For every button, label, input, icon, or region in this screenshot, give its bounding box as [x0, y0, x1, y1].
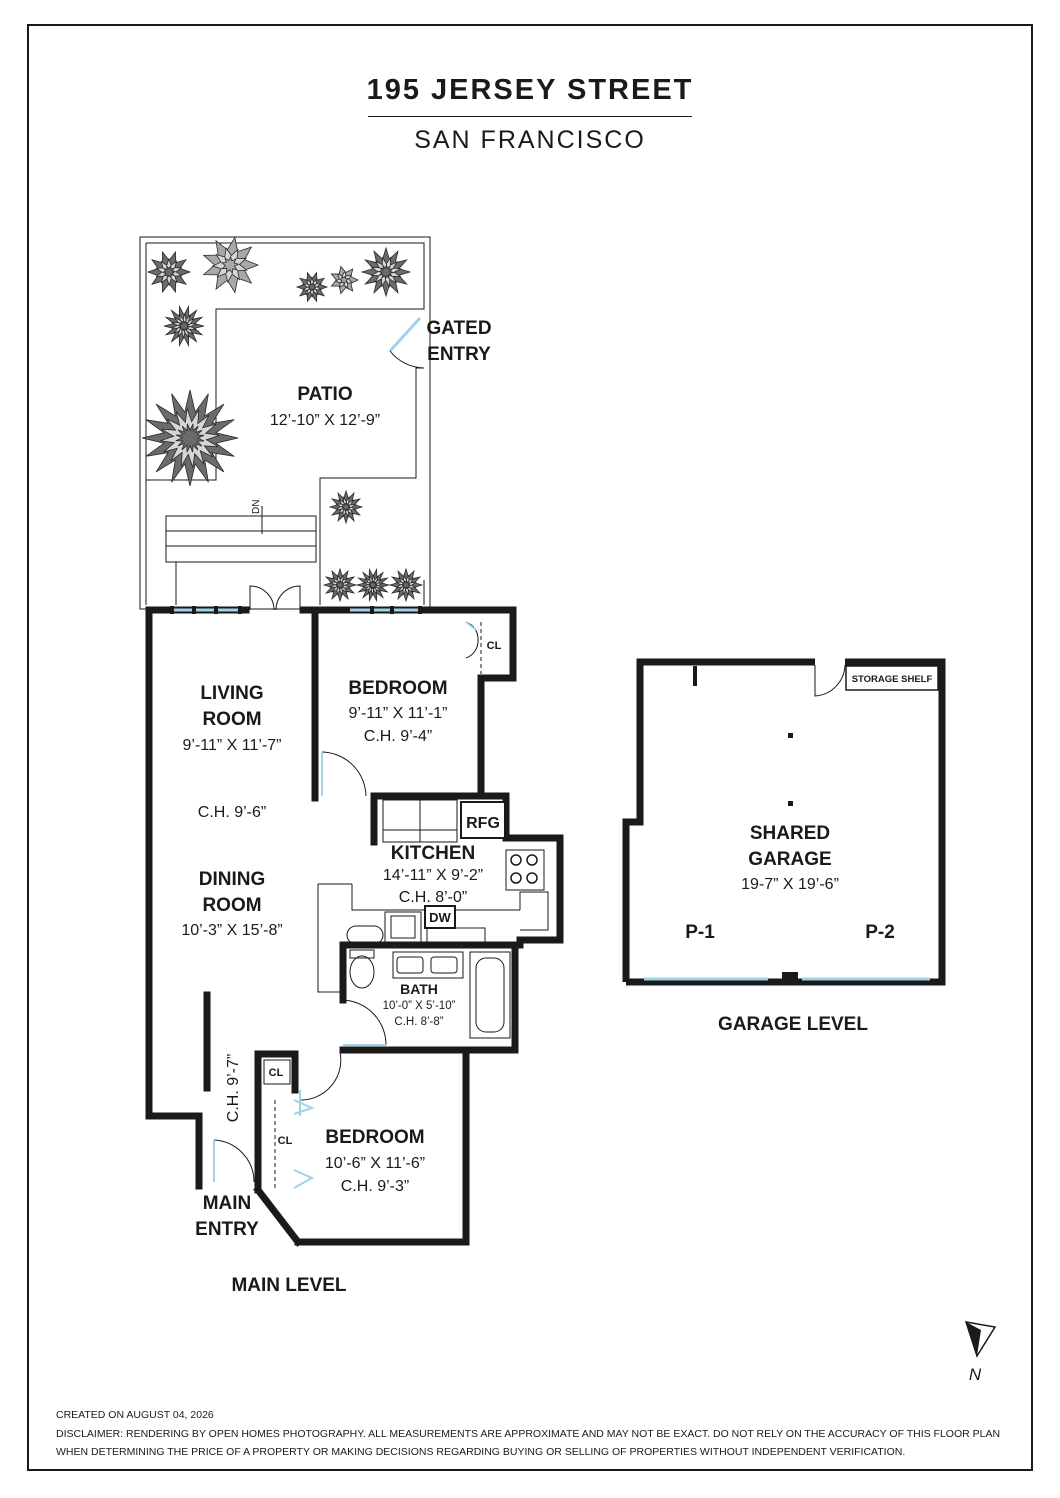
dining-room-dims: 10’-3” X 15’-8” — [181, 922, 282, 939]
garage-posts — [693, 666, 793, 806]
closet-1-label: CL — [487, 640, 502, 652]
living-room-name-2: ROOM — [202, 709, 261, 730]
gated-entry-door — [388, 316, 425, 369]
storage-shelf-label: STORAGE SHELF — [852, 674, 933, 685]
plant-7-icon — [141, 389, 239, 487]
window-mullions — [170, 606, 422, 614]
bedroom-1-dims: 9’-11” X 11’-1” — [349, 705, 448, 722]
bedroom-2-dims: 10’-6” X 11’-6” — [325, 1155, 425, 1172]
parking-p2-label: P-2 — [865, 922, 895, 943]
plant-11-icon — [388, 567, 424, 603]
patio-dims: 12’-10” X 12’-9” — [270, 412, 380, 429]
bedroom-2-ceiling-height: C.H. 9’-3” — [341, 1178, 409, 1195]
interior-doors — [213, 585, 479, 1183]
property-title: 195 JERSEY STREET — [366, 74, 694, 106]
plant-5-icon — [360, 246, 412, 298]
stove-burners — [510, 854, 538, 884]
garage-center-post — [782, 972, 798, 984]
created-date: CREATED ON AUGUST 04, 2026 — [56, 1409, 214, 1421]
refrigerator-label: RFG — [466, 815, 500, 832]
kitchen-name: KITCHEN — [391, 843, 475, 864]
living-room-dims: 9’-11” X 11’-7” — [183, 737, 282, 754]
garage-name-1: SHARED — [750, 823, 830, 844]
dishwasher-label: DW — [429, 910, 451, 925]
bath-dims: 10’-0” X 5’-10” — [383, 1000, 456, 1012]
disclaimer-line-1: DISCLAIMER: RENDERING BY OPEN HOMES PHOT… — [56, 1428, 1001, 1440]
north-label: N — [969, 1365, 982, 1384]
plant-6-icon — [163, 304, 205, 348]
closet-2b-label: CL — [278, 1135, 293, 1147]
plant-2-icon — [202, 236, 260, 294]
hall-ceiling-height: C.H. 9’-7” — [225, 1054, 242, 1122]
plant-9-icon — [322, 567, 358, 603]
page-frame — [27, 24, 1033, 1471]
garage-level-label: GARAGE LEVEL — [718, 1014, 868, 1035]
disclaimer-line-2: WHEN DETERMINING THE PRICE OF A PROPERTY… — [56, 1446, 906, 1458]
patio-stairs — [165, 506, 317, 605]
title-divider — [368, 116, 692, 117]
main-entry-label-2: ENTRY — [195, 1219, 259, 1240]
dining-room-name-1: DINING — [199, 869, 266, 890]
plant-4-icon — [330, 265, 359, 295]
living-room-name-1: LIVING — [200, 683, 263, 704]
patio-name: PATIO — [297, 384, 352, 405]
bath-fixtures — [349, 949, 511, 1039]
gated-entry-label-2: ENTRY — [427, 344, 491, 365]
plant-8-icon — [328, 489, 364, 525]
property-city: SAN FRANCISCO — [414, 126, 646, 154]
north-arrow-icon — [964, 1321, 997, 1358]
door-leaves — [213, 621, 477, 1189]
kitchen-ceiling-height: C.H. 8’-0” — [399, 889, 467, 906]
kitchen-dims: 14’-11” X 9’-2” — [383, 867, 483, 884]
closet-2a-label: CL — [269, 1067, 284, 1079]
bedroom-1-ceiling-height: C.H. 9’-4” — [364, 728, 432, 745]
bath-ceiling-height: C.H. 8’-8” — [394, 1016, 443, 1028]
garage-side-door — [814, 664, 846, 697]
main-entry-label-1: MAIN — [203, 1193, 252, 1214]
plant-1-icon — [146, 250, 192, 294]
dishwasher — [424, 905, 456, 929]
closet-bedroom-2 — [263, 1059, 291, 1190]
stairs-down-label: DN — [251, 500, 262, 514]
garage-dims: 19-7” X 19’-6” — [741, 876, 839, 893]
dining-room-name-2: ROOM — [202, 895, 261, 916]
kitchen-sink — [390, 915, 416, 939]
bedroom-2-name: BEDROOM — [325, 1127, 424, 1148]
patio-plants — [141, 236, 424, 603]
plant-3-icon — [295, 271, 329, 303]
living-room-ceiling-height: C.H. 9’-6” — [198, 804, 266, 821]
bedroom-1-name: BEDROOM — [348, 678, 447, 699]
storage-shelf-box — [845, 665, 939, 691]
garage-name-2: GARAGE — [748, 849, 831, 870]
gated-entry-label-1: GATED — [426, 318, 491, 339]
main-level-label: MAIN LEVEL — [231, 1275, 346, 1296]
bath-name: BATH — [400, 981, 438, 997]
refrigerator — [460, 801, 506, 839]
plant-10-icon — [355, 567, 391, 603]
parking-p1-label: P-1 — [685, 922, 715, 943]
